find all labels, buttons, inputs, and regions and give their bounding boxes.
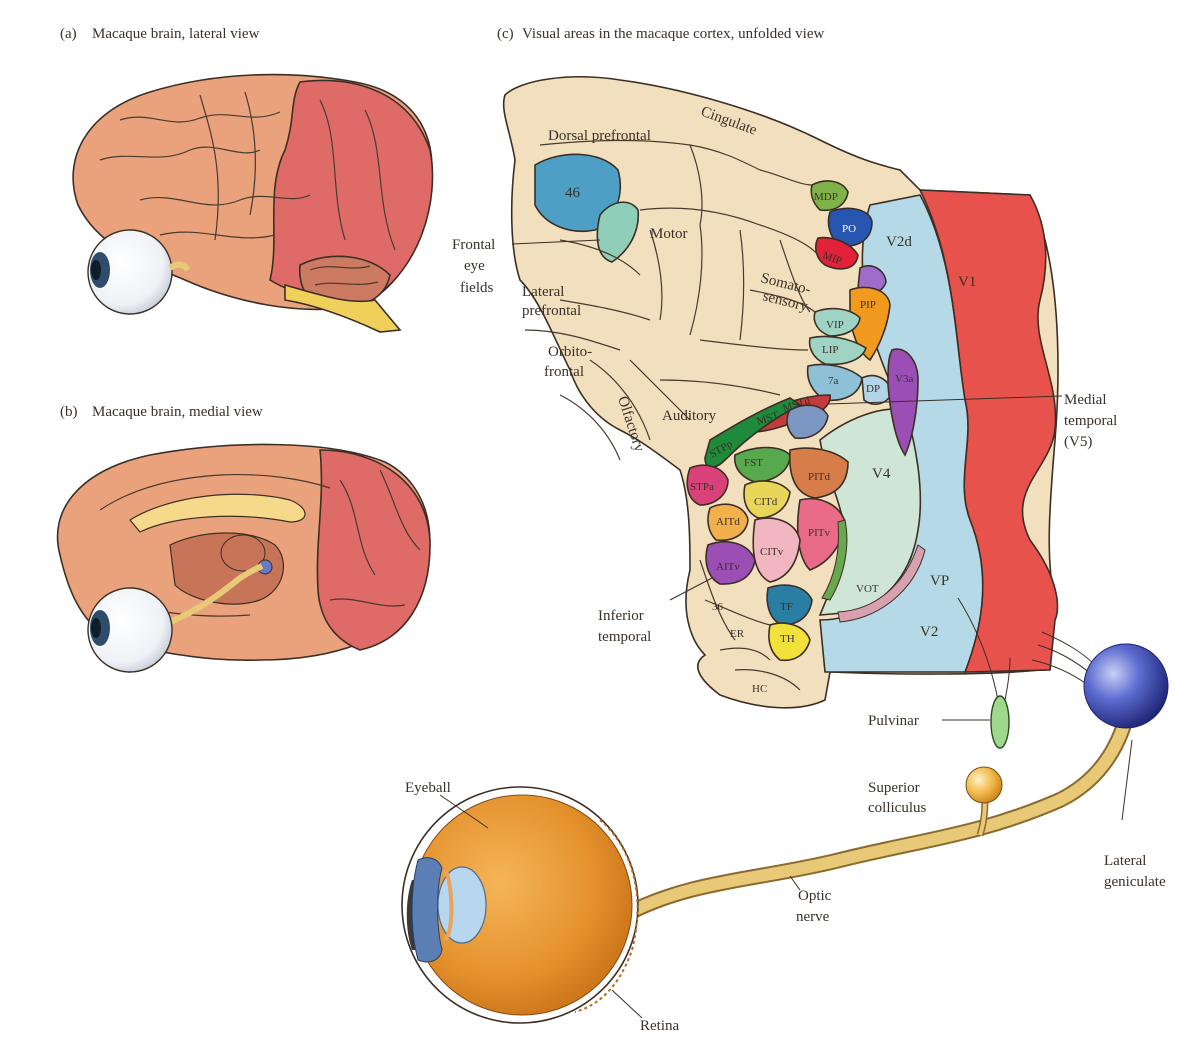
label-pip: PIP: [860, 299, 876, 311]
label-orbitofrontal-2: frontal: [544, 364, 584, 380]
label-auditory: Auditory: [662, 408, 717, 424]
panel-a-letter: (a): [60, 26, 77, 42]
callout-optic-nerve-2: nerve: [796, 909, 830, 925]
label-mdp: MDP: [814, 191, 838, 203]
label-hc: HC: [752, 683, 767, 695]
large-eyeball: Eyeball Retina: [402, 780, 679, 1034]
label-motor: Motor: [650, 226, 688, 242]
label-vip: VIP: [826, 319, 844, 331]
label-orbitofrontal-1: Orbito-: [548, 344, 592, 360]
panel-a-title: Macaque brain, lateral view: [92, 26, 260, 42]
callout-medial-temporal-1: Medial: [1064, 392, 1107, 408]
label-citv: CITv: [760, 546, 784, 558]
superior-colliculus-icon: [966, 767, 1002, 803]
callout-retina: Retina: [640, 1018, 679, 1034]
callout-optic-nerve-1: Optic: [798, 888, 832, 904]
callout-inferior-temporal-2: temporal: [598, 629, 651, 645]
label-v2d: V2d: [886, 234, 912, 250]
label-stpa: STPa: [690, 481, 714, 493]
label-7a: 7a: [828, 375, 839, 387]
panel-c-unfolded-view: (c) Visual areas in the macaque cortex, …: [402, 26, 1168, 1034]
label-v4: V4: [872, 466, 891, 482]
callout-superior-colliculus-1: Superior: [868, 780, 920, 796]
label-pitv: PITv: [808, 527, 831, 539]
callout-frontal-eye-fields-2: eye: [464, 258, 485, 274]
label-v2: V2: [920, 624, 938, 640]
callout-superior-colliculus-2: colliculus: [868, 800, 926, 816]
label-tf: TF: [780, 601, 793, 613]
callout-frontal-eye-fields-3: fields: [460, 280, 493, 296]
callout-medial-temporal-3: (V5): [1064, 434, 1092, 450]
lateral-brain-illustration: [73, 75, 432, 332]
lateral-geniculate-icon: [1084, 644, 1168, 728]
label-vot: VOT: [856, 583, 879, 595]
label-vp: VP: [930, 573, 949, 589]
label-area-46: 46: [565, 185, 581, 201]
panel-a-lateral-view: (a) Macaque brain, lateral view: [60, 26, 433, 332]
label-36: 36: [712, 601, 724, 613]
label-dp: DP: [866, 383, 880, 395]
label-lip: LIP: [822, 344, 839, 356]
callout-inferior-temporal-1: Inferior: [598, 608, 644, 624]
label-aitd: AITd: [716, 516, 740, 528]
callout-medial-temporal-2: temporal: [1064, 413, 1117, 429]
medial-eye: [88, 588, 172, 672]
label-er: ER: [730, 628, 745, 640]
panel-c-title: Visual areas in the macaque cortex, unfo…: [522, 26, 824, 42]
unfolded-cortex-map: Dorsal prefrontal Cingulate 46 Motor Som…: [504, 77, 1058, 708]
label-v3a: V3a: [895, 373, 913, 385]
panel-b-medial-view: (b) Macaque brain, medial view: [58, 404, 430, 672]
callout-lateral-geniculate-2: geniculate: [1104, 874, 1166, 890]
label-lateral-prefrontal-1: Lateral: [522, 284, 564, 300]
pulvinar-icon: [991, 696, 1009, 748]
panel-b-letter: (b): [60, 404, 78, 420]
label-th: TH: [780, 633, 795, 645]
label-pitd: PITd: [808, 471, 831, 483]
medial-brain-illustration: [58, 445, 430, 672]
label-po: PO: [842, 223, 856, 235]
label-fst: FST: [744, 457, 763, 469]
label-aitv: AITv: [716, 561, 740, 573]
label-lateral-prefrontal-2: prefrontal: [522, 303, 581, 319]
callout-lateral-geniculate-1: Lateral: [1104, 853, 1146, 869]
label-citd: CITd: [754, 496, 778, 508]
callout-eyeball: Eyeball: [405, 780, 451, 796]
callout-pulvinar: Pulvinar: [868, 713, 919, 729]
callout-frontal-eye-fields-1: Frontal: [452, 237, 495, 253]
panel-b-title: Macaque brain, medial view: [92, 404, 263, 420]
label-dorsal-prefrontal: Dorsal prefrontal: [548, 128, 651, 144]
panel-c-letter: (c): [497, 26, 514, 42]
label-v1: V1: [958, 274, 976, 290]
